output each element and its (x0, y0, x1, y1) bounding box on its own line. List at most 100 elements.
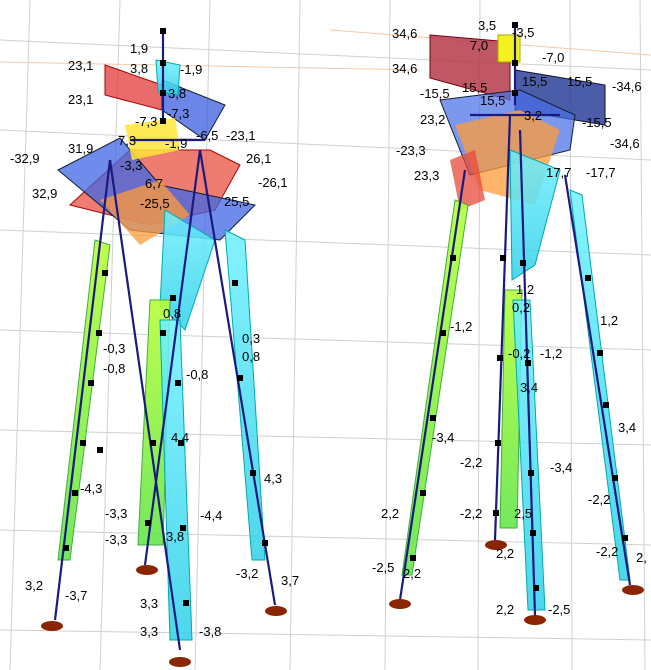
force-label: 0,8 (163, 306, 181, 321)
force-label: 17,7 (546, 165, 571, 180)
force-label: 2,2 (403, 566, 421, 581)
support-pin (136, 565, 158, 575)
force-label: 23,1 (68, 58, 93, 73)
force-label: -2,2 (596, 544, 618, 559)
member (563, 174, 632, 586)
force-label: 3,5 (478, 18, 496, 33)
force-label: 3,2 (25, 578, 43, 593)
force-label: 23,1 (68, 92, 93, 107)
force-label: -23,3 (396, 143, 426, 158)
column-diagram-green-4 (57, 239, 111, 561)
support-pin (524, 615, 546, 625)
force-label: -34,6 (612, 79, 642, 94)
force-label: 3,8 (168, 86, 186, 101)
force-label: -2,2 (460, 506, 482, 521)
force-label: 1,2 (516, 282, 534, 297)
force-label: 3,8 (166, 529, 184, 544)
force-label: -3,8 (199, 624, 221, 639)
force-label: 7,3 (118, 133, 136, 148)
support-pin (169, 657, 191, 667)
force-label: -0,2 (508, 346, 530, 361)
force-label: 2,5 (514, 506, 532, 521)
force-label: -25,5 (140, 196, 170, 211)
left-labels: 1,9 23,1 3,8 -1,9 23,1 3,8 -7,3 -7,3 7,3… (10, 41, 299, 639)
force-label: 3,4 (618, 420, 636, 435)
member (108, 159, 182, 651)
force-label: 32,9 (32, 186, 57, 201)
force-label: -0,3 (103, 341, 125, 356)
force-label: 3,8 (130, 61, 148, 76)
member (143, 149, 202, 566)
force-label: -4,3 (80, 481, 102, 496)
force-label: -7,3 (167, 106, 189, 121)
force-label: 1,2 (600, 313, 618, 328)
force-label: 1,9 (130, 41, 148, 56)
force-label: -3,7 (65, 588, 87, 603)
force-label: -3,4 (432, 430, 454, 445)
support-pin (485, 540, 507, 550)
force-label: -3,3 (105, 506, 127, 521)
force-label: 23,3 (414, 168, 439, 183)
force-label: -3,3 (105, 532, 127, 547)
right-labels: 3,5 -3,5 34,6 7,0 -7,0 34,6 15,5 15,5 -3… (372, 18, 647, 617)
force-label: -0,8 (103, 361, 125, 376)
force-label: 4,3 (264, 471, 282, 486)
left-model: 1,9 23,1 3,8 -1,9 23,1 3,8 -7,3 -7,3 7,3… (10, 28, 299, 667)
force-label: -3,5 (512, 25, 534, 40)
force-label: -3,3 (120, 158, 142, 173)
support-pin (41, 621, 63, 631)
moment-diagram-red-mid (450, 150, 485, 210)
force-label: -2,5 (372, 560, 394, 575)
force-label: -7,3 (135, 114, 157, 129)
force-label: 3,3 (140, 624, 158, 639)
force-label: -2,2 (588, 492, 610, 507)
force-label: 15,5 (567, 74, 592, 89)
force-label: 31,9 (68, 141, 93, 156)
force-label: 0,3 (242, 331, 260, 346)
moment-diagram-orange (100, 180, 190, 245)
force-label: -0,8 (186, 367, 208, 382)
force-label: 26,1 (246, 151, 271, 166)
force-label: 2,2 (381, 506, 399, 521)
force-label: -1,2 (450, 319, 472, 334)
force-label: -3,2 (236, 566, 258, 581)
force-label: 3,4 (520, 380, 538, 395)
support-pin (622, 585, 644, 595)
right-model: 3,5 -3,5 34,6 7,0 -7,0 34,6 15,5 15,5 -3… (372, 18, 647, 625)
force-label: -23,1 (226, 128, 256, 143)
force-label: 7,0 (470, 38, 488, 53)
force-label: 2,2 (496, 546, 514, 561)
force-label: 0,2 (512, 300, 530, 315)
force-label: 15,5 (522, 74, 547, 89)
force-label: 4,4 (171, 430, 189, 445)
member (398, 169, 467, 601)
force-label: 34,6 (392, 61, 417, 76)
force-label: -1,9 (165, 136, 187, 151)
force-label: -4,4 (200, 508, 222, 523)
force-label: 0,8 (242, 349, 260, 364)
force-label: 23,2 (420, 112, 445, 127)
force-label: 3,2 (524, 108, 542, 123)
nodes (63, 28, 268, 606)
force-label: 34,6 (392, 26, 417, 41)
force-label: -7,0 (542, 50, 564, 65)
force-label: -17,7 (586, 165, 616, 180)
force-label: 15,5 (462, 80, 487, 95)
force-label: -2,2 (460, 455, 482, 470)
force-label: 2,2 (496, 602, 514, 617)
force-label: -26,1 (258, 175, 288, 190)
force-label: -1,2 (540, 346, 562, 361)
force-label: 15,5 (480, 93, 505, 108)
support-pin (265, 606, 287, 616)
force-label: 3,3 (140, 596, 158, 611)
member (53, 159, 112, 621)
force-label: -6,5 (196, 128, 218, 143)
force-label: -2,5 (548, 602, 570, 617)
force-label: -15,5 (582, 115, 612, 130)
support-pin (389, 599, 411, 609)
nodes (410, 22, 628, 591)
force-label: 2, (636, 550, 647, 565)
